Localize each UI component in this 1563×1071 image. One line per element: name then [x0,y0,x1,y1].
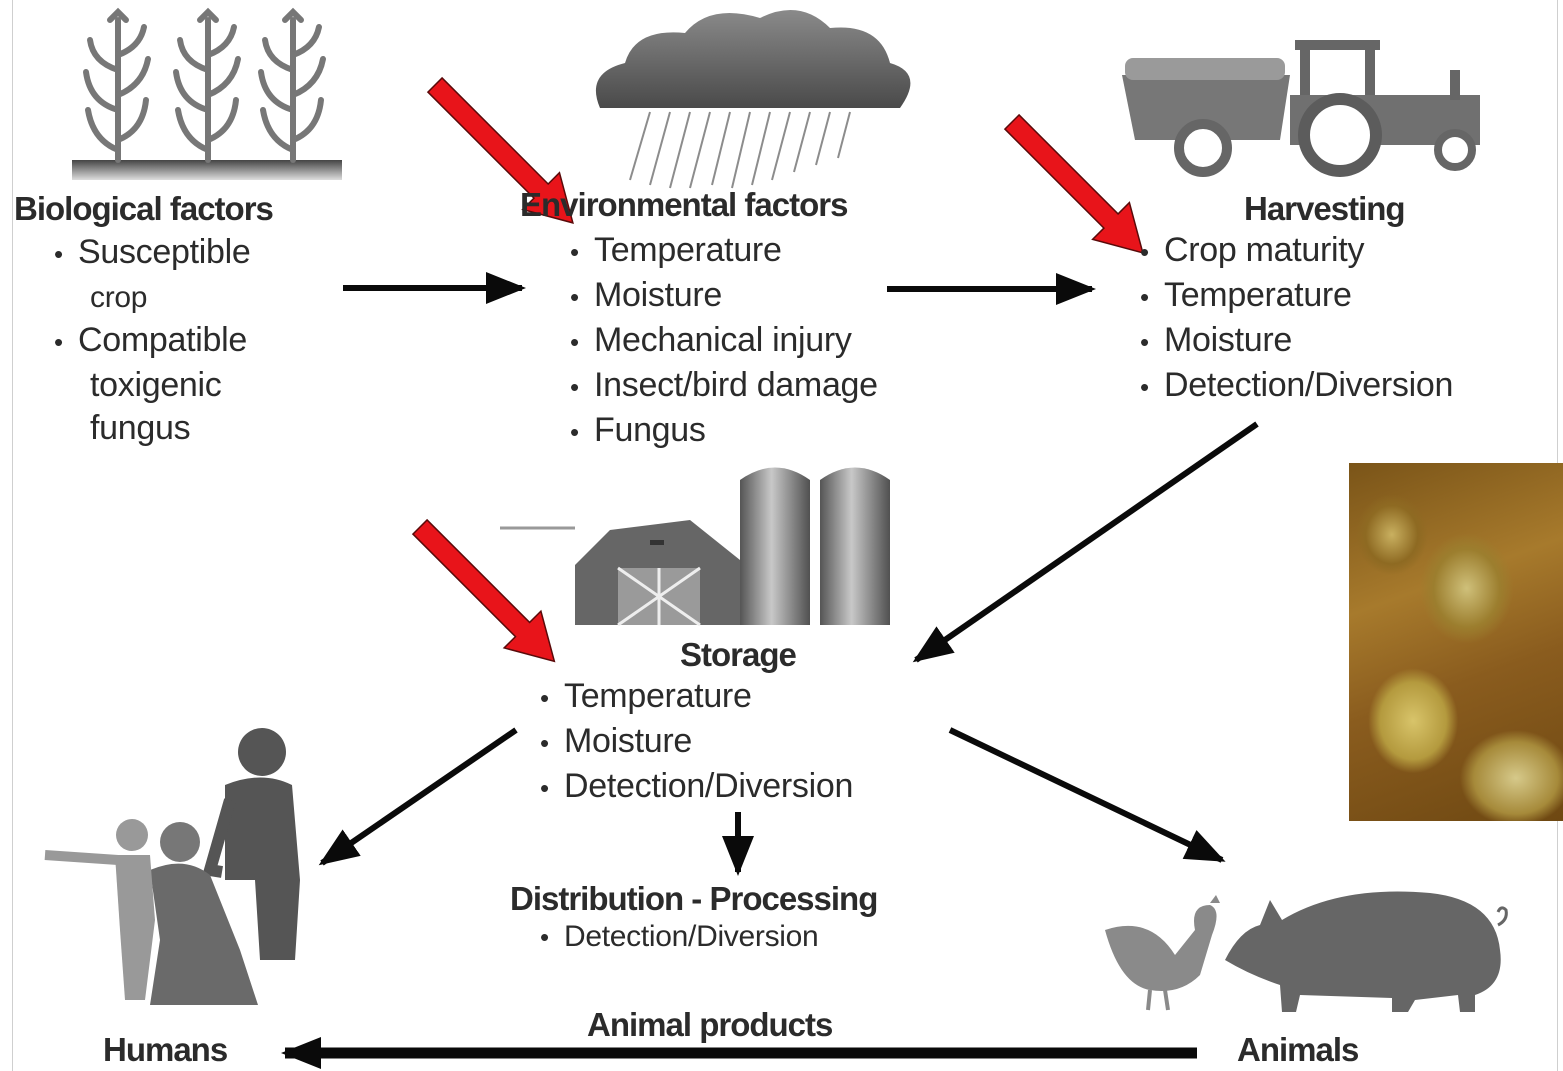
harvesting-heading: Harvesting [1244,190,1406,227]
environmental-factors-block: Environmental factors •Temperature •Mois… [520,188,878,454]
list-item: •Fungus [570,411,706,449]
biological-factors-list: •Susceptible crop •Compatible toxigenic … [54,231,273,450]
animals-label: Animals [1237,1031,1359,1068]
distribution-heading: Distribution - Processing [510,880,878,917]
list-item: •Mechanical injury [570,321,852,359]
arrow-harvest-to-storage [912,421,1259,663]
left-border [12,0,13,1071]
list-item: •Moisture [570,276,722,314]
pig-icon [1225,891,1508,1012]
list-item: •Susceptible [54,233,251,271]
humans-label: Humans [103,1031,228,1068]
corn-plants-icon [72,7,342,180]
list-item: toxigenic [90,366,222,404]
tractor-icon [1122,40,1480,177]
list-item: •Detection/Diversion [540,767,854,805]
storage-heading: Storage [680,636,797,673]
list-item: •Detection/Diversion [540,920,819,953]
list-item: crop [90,281,148,314]
list-item: •Crop maturity [1140,231,1365,269]
distribution-list: •Detection/Diversion [540,915,877,959]
barn-silo-icon [500,467,890,627]
chicken-icon [1105,895,1220,1011]
list-item: •Temperature [570,231,782,269]
highlight-arrow-storage [411,518,556,663]
list-item: •Compatible [54,321,247,359]
list-item: •Moisture [540,722,692,760]
list-item: fungus [90,409,191,447]
distribution-block: Distribution - Processing •Detection/Div… [510,880,878,959]
biological-factors-heading: Biological factors [14,190,274,227]
list-item: •Insect/bird damage [570,366,878,404]
list-item: •Temperature [540,677,752,715]
list-item: •Temperature [1140,276,1352,314]
moldy-grain-photo [1349,463,1563,821]
harvesting-block: Harvesting •Crop maturity •Temperature •… [1140,192,1453,409]
environmental-factors-heading: Environmental factors [520,186,848,223]
storage-list: •Temperature •Moisture •Detection/Divers… [540,675,853,810]
list-item: •Detection/Diversion [1140,366,1454,404]
highlight-arrow-environmental [426,76,574,224]
highlight-arrow-harvesting [1003,113,1144,254]
biological-factors-block: Biological factors •Susceptible crop •Co… [14,190,274,450]
family-silhouette-icon [44,728,300,1005]
storage-block: Storage •Temperature •Moisture •Detectio… [540,638,853,810]
animal-products-label: Animal products [587,1006,833,1043]
list-item: •Moisture [1140,321,1292,359]
rain-cloud-icon [595,10,911,189]
arrow-storage-to-humans [318,727,518,866]
arrow-storage-to-animals [948,727,1226,863]
environmental-factors-list: •Temperature •Moisture •Mechanical injur… [570,229,878,454]
harvesting-list: •Crop maturity •Temperature •Moisture •D… [1140,229,1453,409]
